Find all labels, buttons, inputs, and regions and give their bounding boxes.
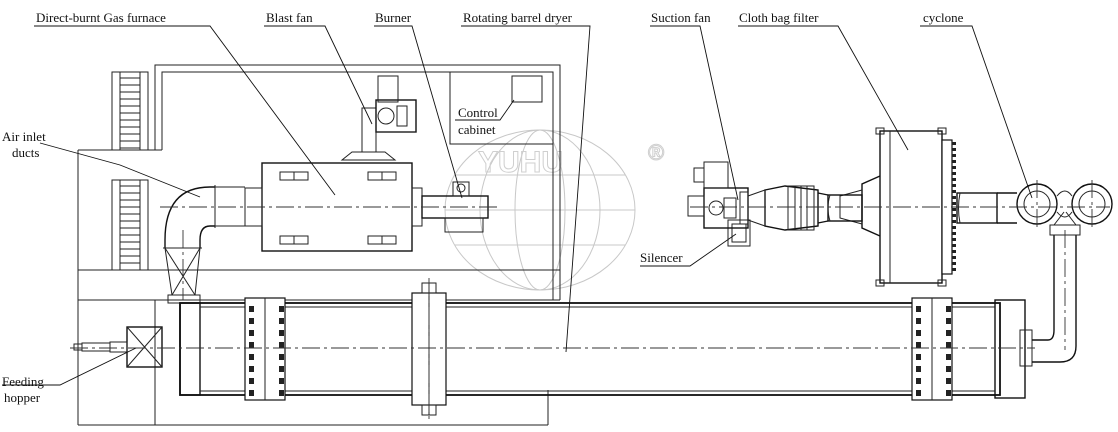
filter-chain-link xyxy=(952,238,956,241)
suction-fan xyxy=(687,161,749,229)
tyre-bolt xyxy=(279,306,284,312)
watermark-registered-mark: ® xyxy=(648,140,664,165)
tyre-bolt xyxy=(916,390,921,396)
tyre-bolt xyxy=(946,354,951,360)
tyre-bolt xyxy=(916,378,921,384)
dryer-tyre-2 xyxy=(911,297,953,401)
filter-chain-link xyxy=(952,208,956,211)
stairs-lower-steps xyxy=(120,185,140,264)
tyre-bolt xyxy=(279,378,284,384)
filter-vibrator-chain xyxy=(952,142,956,271)
filter-chain-link xyxy=(952,172,956,175)
filter-chain-link xyxy=(952,154,956,157)
label-cloth-bag-filter: Cloth bag filter xyxy=(739,10,819,25)
tyre-bolt xyxy=(279,318,284,324)
tyre-bolt xyxy=(279,366,284,372)
label-air-inlet-line-1: Air inlet xyxy=(2,129,46,144)
filter-chain-link xyxy=(952,184,956,187)
tyre-bolt xyxy=(946,318,951,324)
label-feeding-hopper-line-1: Feeding xyxy=(2,374,44,389)
filter-chain-link xyxy=(952,244,956,247)
feeding-hopper xyxy=(73,326,163,368)
tyre-bolts xyxy=(249,306,951,396)
stairs-upper xyxy=(111,71,149,151)
filter-chain-link xyxy=(952,148,956,151)
tyre-bolt xyxy=(249,318,254,324)
tyre-bolt xyxy=(249,306,254,312)
label-feeding-hopper-line-2: hopper xyxy=(4,390,41,405)
filter-chain-link xyxy=(952,220,956,223)
stairs-upper-steps xyxy=(120,77,140,149)
leader-lines xyxy=(2,25,1033,386)
tyre-bolt xyxy=(279,330,284,336)
tyre-bolt xyxy=(279,390,284,396)
tyre-bolt xyxy=(249,378,254,384)
tyre-bolt xyxy=(249,330,254,336)
cyclone xyxy=(1016,183,1113,225)
platform-outline xyxy=(77,64,561,426)
tyre-bolt xyxy=(249,390,254,396)
tyre-bolt xyxy=(916,306,921,312)
filter-chain-link xyxy=(952,166,956,169)
silencer xyxy=(727,185,819,247)
label-suction-fan: Suction fan xyxy=(651,10,711,25)
tyre-bolt xyxy=(946,378,951,384)
tyre-bolt xyxy=(946,342,951,348)
tyre-bolt xyxy=(249,366,254,372)
control-cabinet xyxy=(449,71,554,145)
tyre-bolt xyxy=(916,354,921,360)
watermark-logo: YUHU ® xyxy=(444,129,665,291)
blast-fan xyxy=(340,75,417,161)
filter-chain-link xyxy=(952,262,956,265)
filter-inlet-duct xyxy=(817,192,863,224)
label-rotating-barrel-dryer: Rotating barrel dryer xyxy=(463,10,573,25)
filter-chain-link xyxy=(952,232,956,235)
discharge-duct xyxy=(1019,211,1081,367)
filter-chain-link xyxy=(952,142,956,145)
label-control-cabinet-line-2: cabinet xyxy=(458,122,496,137)
tyre-bolt xyxy=(946,366,951,372)
air-inlet-duct xyxy=(163,185,245,304)
filter-chain-link xyxy=(952,226,956,229)
label-direct-burnt-gas-furnace: Direct-burnt Gas furnace xyxy=(36,10,166,25)
watermark-text: YUHU xyxy=(478,146,563,179)
dryer-tyre-1 xyxy=(244,297,286,401)
filter-chain-link xyxy=(952,196,956,199)
filter-chain-link xyxy=(952,178,956,181)
filter-chain-link xyxy=(952,214,956,217)
tyre-bolt xyxy=(916,330,921,336)
tyre-bolt xyxy=(249,354,254,360)
label-silencer: Silencer xyxy=(640,250,683,265)
tyre-bolt xyxy=(279,342,284,348)
label-control-cabinet-line-1: Control xyxy=(458,105,498,120)
tyre-bolt xyxy=(249,342,254,348)
tyre-bolt xyxy=(946,330,951,336)
filter-chain-link xyxy=(952,268,956,271)
tyre-bolt xyxy=(916,366,921,372)
tyre-bolt xyxy=(946,306,951,312)
filter-outlet-duct xyxy=(956,192,1017,224)
label-burner: Burner xyxy=(375,10,412,25)
tyre-bolt xyxy=(279,354,284,360)
filter-chain-link xyxy=(952,256,956,259)
filter-chain-link xyxy=(952,160,956,163)
tyre-bolt xyxy=(916,342,921,348)
filter-chain-link xyxy=(952,250,956,253)
label-blast-fan: Blast fan xyxy=(266,10,313,25)
tyre-bolt xyxy=(946,390,951,396)
tyre-bolt xyxy=(916,318,921,324)
filter-chain-link xyxy=(952,190,956,193)
label-air-inlet-line-2: ducts xyxy=(12,145,39,160)
stairs-lower xyxy=(111,179,149,271)
label-cyclone: cyclone xyxy=(923,10,964,25)
rotating-barrel-dryer xyxy=(179,299,1026,399)
filter-chain-link xyxy=(952,202,956,205)
